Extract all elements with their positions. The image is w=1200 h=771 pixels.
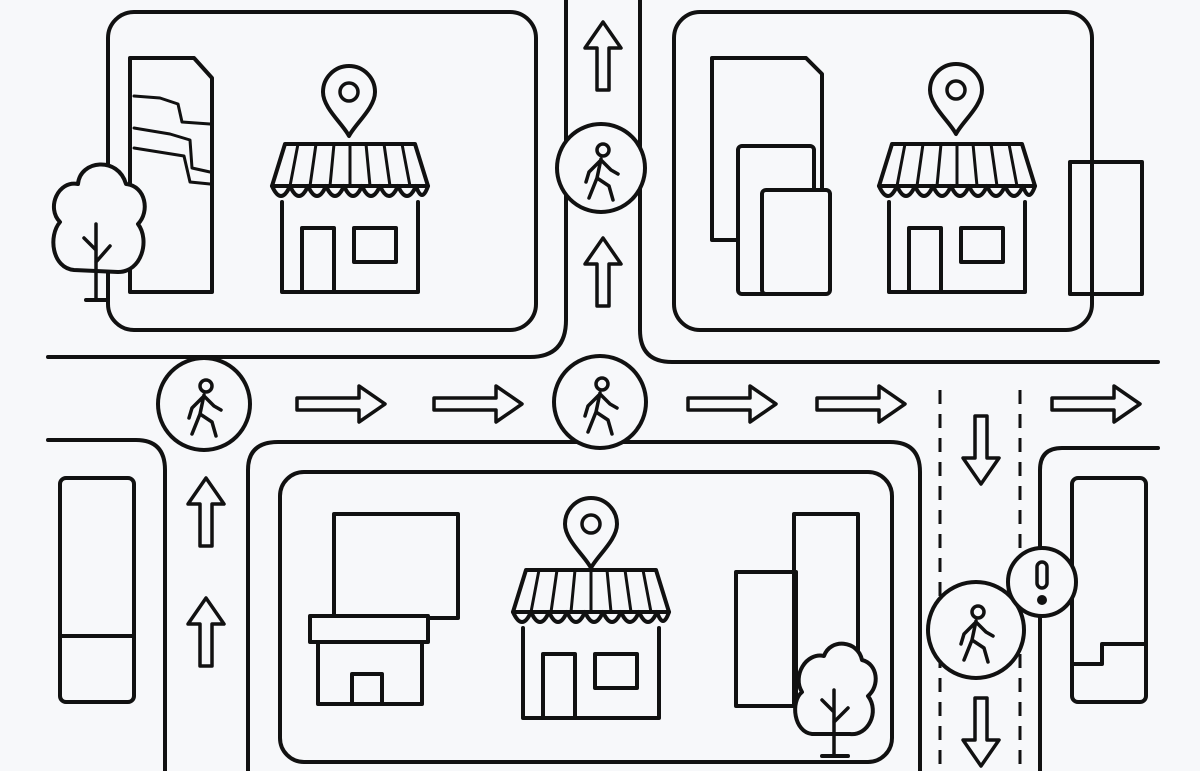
arrow-right-icon (1050, 384, 1142, 424)
location-pin-icon (321, 64, 377, 138)
block-bottom-center (278, 470, 894, 764)
pedestrian-sign-bottom-right[interactable] (926, 580, 1026, 680)
tall-building (710, 56, 824, 242)
arrow-right-icon (815, 384, 907, 424)
shop-bottom-center (511, 568, 671, 720)
low-building (308, 614, 430, 644)
shop-top-left (270, 142, 430, 294)
location-pin-icon (563, 496, 619, 570)
pedestrian-sign-left[interactable] (156, 356, 252, 452)
building (1068, 160, 1144, 296)
arrow-up-icon (583, 236, 623, 308)
arrow-right-icon (686, 384, 778, 424)
building (760, 188, 832, 296)
tree-icon (51, 162, 147, 302)
location-pin-icon (928, 62, 984, 136)
tall-building (332, 512, 460, 620)
alert-badge[interactable] (1006, 546, 1078, 618)
block-bottom-right (1070, 476, 1148, 704)
building (58, 476, 136, 704)
tree-icon (793, 641, 878, 758)
arrow-right-icon (295, 384, 387, 424)
shop-top-right (877, 142, 1037, 294)
pedestrian-sign-top[interactable] (555, 122, 647, 214)
arrow-up-icon (583, 20, 623, 92)
building (734, 570, 798, 708)
arrow-up-icon (186, 476, 226, 548)
block-top-right-content (710, 56, 1144, 296)
arrow-down-icon (961, 696, 1001, 768)
block-bottom-left (58, 476, 136, 704)
block-bottom-center-content (308, 496, 878, 758)
block-top-left-content (51, 56, 430, 302)
arrow-up-icon (186, 596, 226, 668)
block-top-right (672, 10, 1094, 332)
pedestrian-sign-center[interactable] (552, 354, 648, 450)
alert-icon (1035, 560, 1049, 605)
arrow-right-icon (432, 384, 524, 424)
building (1070, 476, 1148, 704)
arrow-down-icon (961, 414, 1001, 486)
